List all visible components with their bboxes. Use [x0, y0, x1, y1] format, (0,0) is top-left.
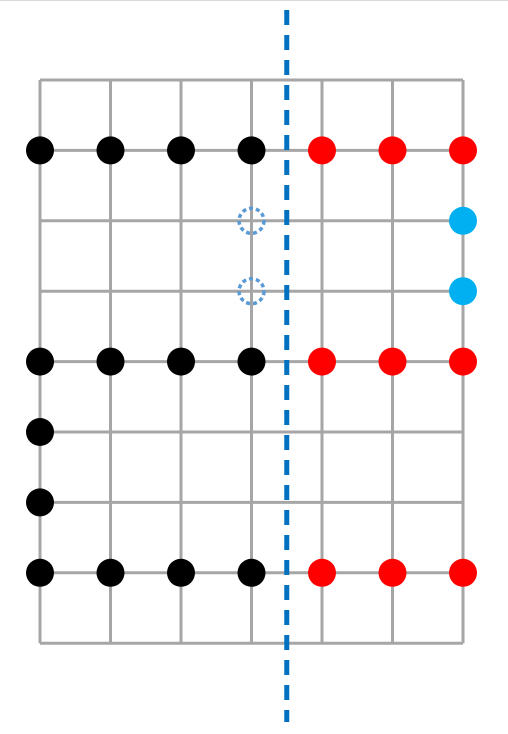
black-dot [237, 136, 266, 165]
black-dot [26, 136, 54, 165]
red-dot [378, 136, 407, 165]
hollow-dot [237, 276, 266, 306]
black-dot [167, 136, 195, 165]
black-dot [167, 558, 195, 587]
black-dot [167, 347, 195, 376]
red-dot [308, 347, 336, 376]
dots-layer [26, 136, 477, 587]
black-dot [237, 347, 266, 376]
black-dot [96, 558, 125, 587]
black-dot [26, 418, 54, 446]
black-dot [96, 136, 125, 165]
red-dot [378, 558, 407, 587]
red-dot [449, 136, 477, 165]
red-dot [308, 136, 336, 165]
black-dot [237, 558, 266, 587]
red-dot [449, 558, 477, 587]
black-dot [26, 488, 54, 517]
red-dot [378, 347, 407, 376]
blue-dot [449, 206, 477, 235]
hollow-dot [237, 206, 266, 236]
black-dot [26, 347, 54, 376]
black-dot [96, 347, 125, 376]
red-dot [449, 347, 477, 376]
top-border-line [0, 0, 508, 1]
blue-dot [449, 277, 477, 306]
black-dot [26, 558, 54, 587]
red-dot [308, 558, 336, 587]
